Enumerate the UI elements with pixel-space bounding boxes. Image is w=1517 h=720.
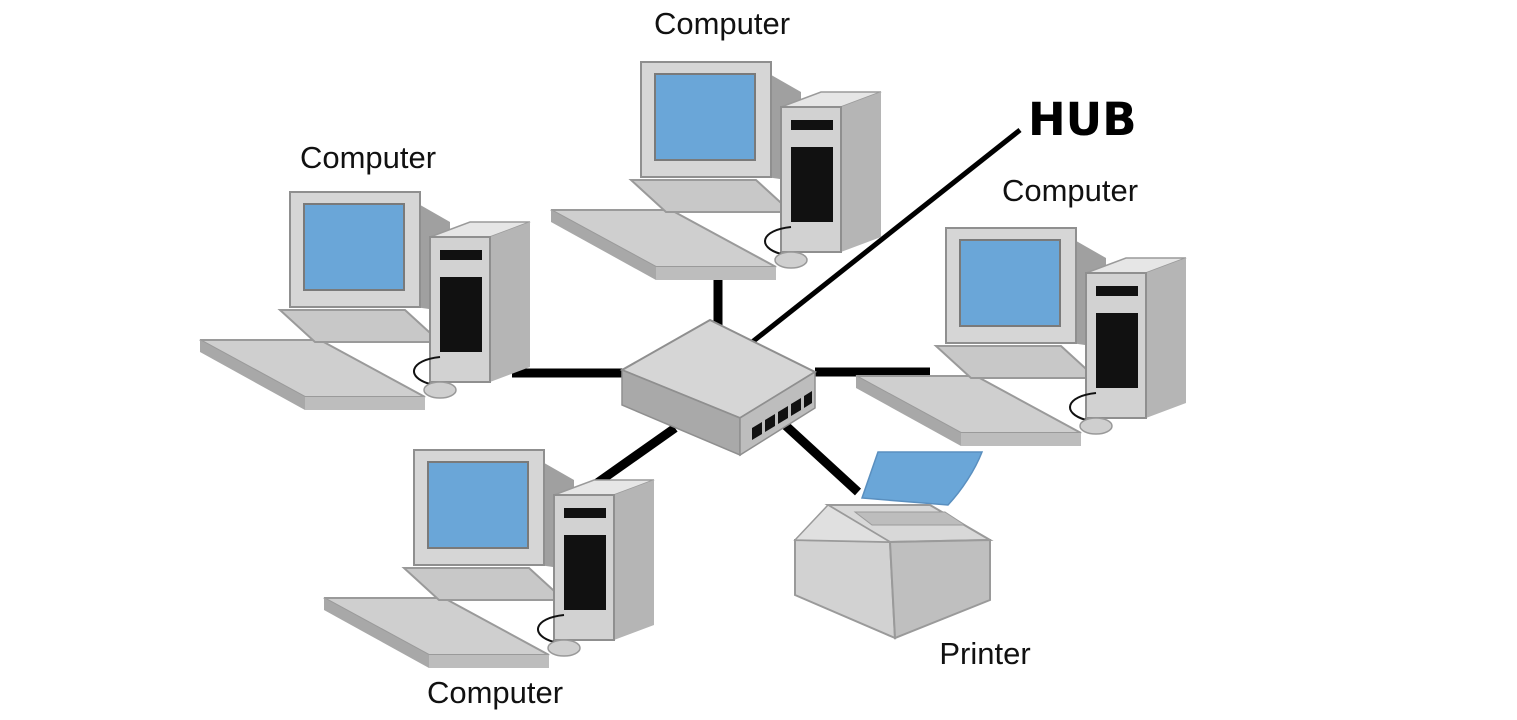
computer-right-icon — [855, 227, 1187, 447]
computer-left-label: Computer — [300, 140, 436, 175]
hub-leader-line — [725, 128, 1022, 364]
cable-printer — [781, 421, 862, 496]
cable-bottom-left-computer — [587, 424, 678, 492]
computer-top-label: Computer — [654, 6, 790, 41]
computer-left-icon — [199, 191, 531, 411]
printer-icon — [793, 451, 994, 640]
hub-label: HUB — [1028, 93, 1137, 146]
printer-label: Printer — [939, 636, 1030, 671]
hub-icon — [619, 318, 818, 457]
computer-top-icon — [550, 61, 882, 281]
computer-bottom-label: Computer — [427, 675, 563, 710]
computer-right-label: Computer — [1002, 173, 1138, 208]
cables — [512, 268, 930, 496]
computer-bottom-icon — [323, 449, 655, 669]
